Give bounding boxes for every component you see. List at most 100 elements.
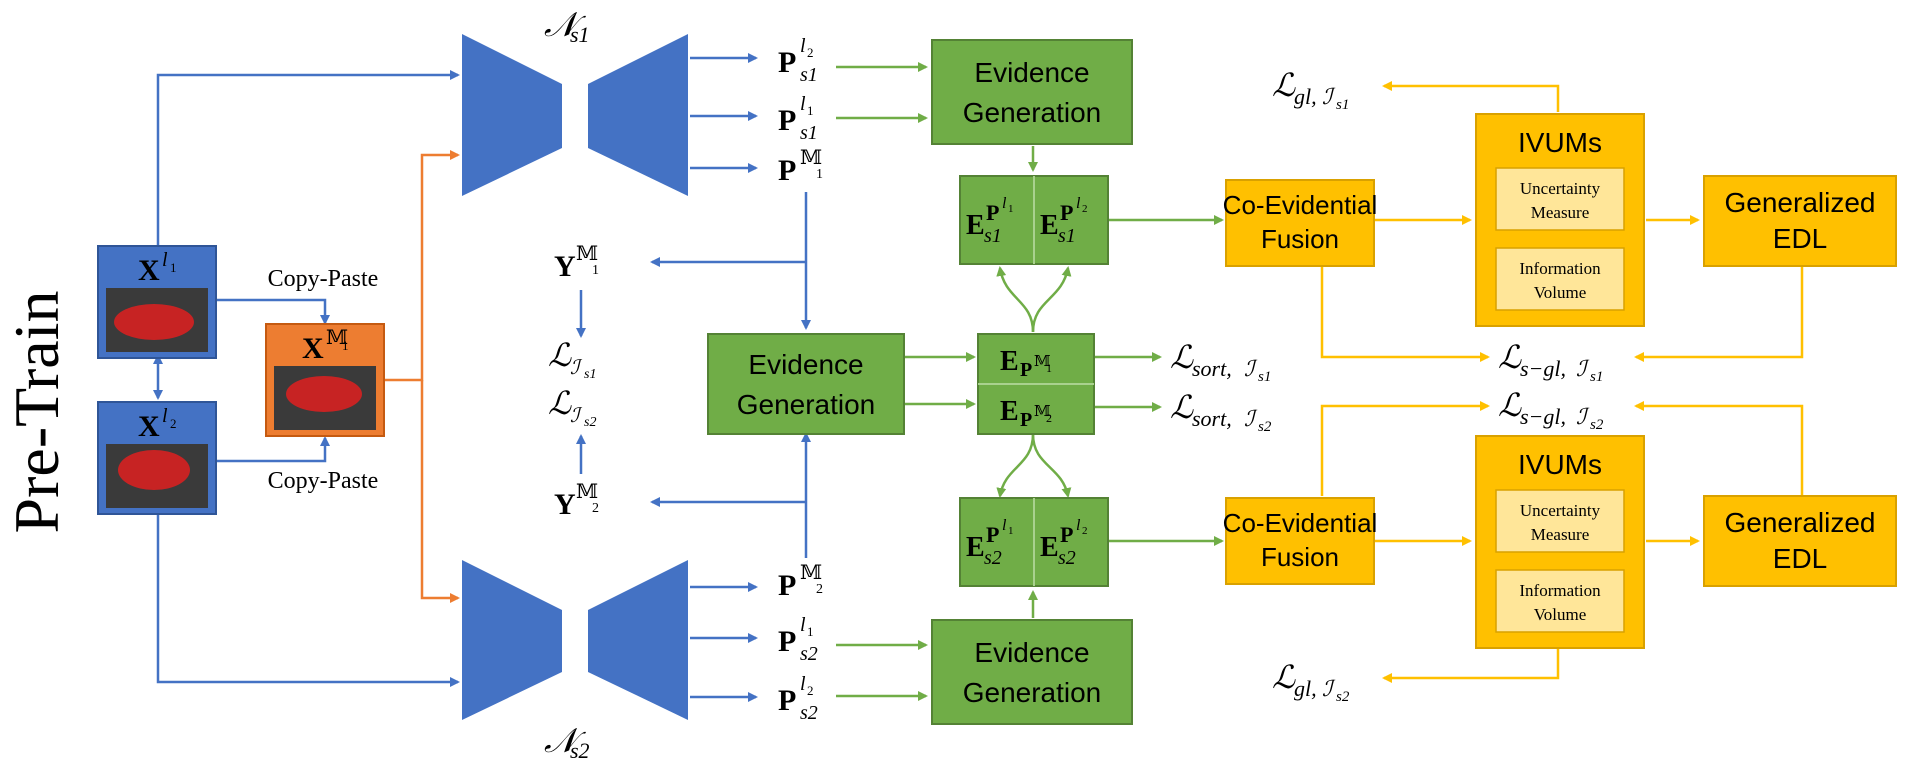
copy-paste-top: Copy-Paste xyxy=(268,266,379,292)
y-m1-base: Y xyxy=(554,250,576,283)
x-l1-sup: l xyxy=(162,249,168,271)
e-top-left-base: E xyxy=(966,210,985,241)
sort-s1-subsub: s1 xyxy=(1258,369,1271,385)
evidence-generation-bottom-line2: Generation xyxy=(963,677,1102,708)
evidence-cell-bot-right: E s2 P l 2 xyxy=(1040,517,1088,569)
p-m1-supsub: 1 xyxy=(816,167,823,182)
e-mid-bottom-base: E xyxy=(1000,396,1019,427)
evidence-middle-pair: E P 𝕄 1 E P 𝕄 2 xyxy=(977,333,1095,435)
y-m2-supsub: 2 xyxy=(592,501,599,516)
sort-s1-sub: sort, xyxy=(1192,356,1232,381)
sort-s2-sub: sort, xyxy=(1192,406,1232,431)
top-branch: Co-Evidential Fusion IVUMs Uncertainty M… xyxy=(1223,67,1897,385)
x-m1-base: X xyxy=(302,332,324,365)
evidence-generation-top-line2: Generation xyxy=(963,97,1102,128)
top-loss-gl-sub2: ℐ xyxy=(1322,84,1336,109)
p-s1-l1-sub: s1 xyxy=(800,122,818,144)
input-x-l2: X l 2 xyxy=(97,401,217,515)
input-x-l1: X l 1 xyxy=(97,245,217,359)
label-y-m1: Y 𝕄 1 xyxy=(554,243,599,283)
top-loss-sgl-subsub: s1 xyxy=(1590,369,1603,385)
evidence-generation-bottom-line1: Evidence xyxy=(974,637,1089,668)
e-bot-left-inner: P xyxy=(986,522,999,547)
p-s1-l1-base: P xyxy=(778,104,796,137)
label-y-m2: Y 𝕄 2 xyxy=(554,481,599,521)
network-s2: 𝒩 s2 xyxy=(462,560,688,763)
p-m2-sup: 𝕄 xyxy=(800,562,822,584)
e-mid-bottom-inner-sup: 𝕄 xyxy=(1034,404,1051,420)
bottom-edl-line1: Generalized xyxy=(1725,507,1876,538)
e-bot-right-inner-supsub: 2 xyxy=(1082,525,1088,537)
bottom-loss-gl-subsub: s2 xyxy=(1336,689,1350,705)
top-information-line2: Volume xyxy=(1534,283,1587,302)
mixed-input-arrows xyxy=(385,150,460,603)
bottom-loss-gl: ℒ gl, ℐ s2 xyxy=(1272,659,1350,705)
top-loss-gl: ℒ gl, ℐ s1 xyxy=(1272,67,1349,113)
x-l1-subsup: 1 xyxy=(170,260,177,275)
l-is1-base: ℒ xyxy=(548,337,572,373)
p-s2-l1-supsub: 1 xyxy=(807,624,814,639)
sort-s2-subsub: s2 xyxy=(1258,419,1272,435)
top-uncertainty-line1: Uncertainty xyxy=(1520,179,1601,198)
evidence-generation-middle-line1: Evidence xyxy=(748,349,863,380)
x-l1-base: X xyxy=(138,254,160,287)
top-loss-sgl-base: ℒ xyxy=(1498,339,1522,375)
p-m2-base: P xyxy=(778,569,796,602)
bottom-loss-gl-base: ℒ xyxy=(1272,659,1296,695)
bottom-loss-gl-sub: gl, xyxy=(1294,676,1317,701)
evidence-generation-middle: Evidence Generation xyxy=(707,333,905,435)
e-bot-left-sub: s2 xyxy=(984,547,1002,569)
p-s2-l2-sub: s2 xyxy=(800,702,818,724)
e-top-left-inner-sup: l xyxy=(1002,195,1007,212)
top-loss-sgl-sub2: ℐ xyxy=(1576,356,1590,381)
p-s2-l2-sup: l xyxy=(800,673,806,695)
pred-p-s1-l1: P l 1 s1 xyxy=(778,93,818,144)
p-m1-base: P xyxy=(778,154,796,187)
e-mid-top-inner-sup: 𝕄 xyxy=(1034,354,1051,370)
l-is2-subsub: s2 xyxy=(584,415,596,430)
p-s1-l2-supsub: 2 xyxy=(807,45,814,60)
loss-l-is2: ℒ ℐ s2 xyxy=(548,385,596,430)
y-m1-sup: 𝕄 xyxy=(576,243,598,265)
input-x-m1: X 𝕄 1 xyxy=(265,323,385,437)
top-edl-line1: Generalized xyxy=(1725,187,1876,218)
bottom-information-line2: Volume xyxy=(1534,605,1587,624)
p-s1-l2-base: P xyxy=(778,46,796,79)
sort-s1-base: ℒ xyxy=(1170,339,1194,375)
bottom-loss-sgl: ℒ s−gl, ℐ s2 xyxy=(1498,387,1604,433)
e-top-left-inner-supsub: 1 xyxy=(1008,203,1014,215)
top-loss-sgl-sub: s−gl, xyxy=(1520,356,1566,381)
x-l2-base: X xyxy=(138,410,160,443)
p-s1-l1-supsub: 1 xyxy=(807,103,814,118)
evidence-arrows xyxy=(836,62,1224,701)
e-top-left-inner: P xyxy=(986,200,999,225)
bottom-edl-line2: EDL xyxy=(1773,543,1827,574)
top-ivums-title: IVUMs xyxy=(1518,127,1602,158)
pred-p-s1-l2: P l 2 s1 xyxy=(778,35,818,86)
e-mid-bottom-inner-supsub: 2 xyxy=(1046,411,1052,425)
l-is1-sub: ℐ xyxy=(570,357,583,379)
x-m1-sup: 𝕄 xyxy=(326,327,348,349)
network-s2-sub: s2 xyxy=(570,738,590,763)
sort-s2-sub2: ℐ xyxy=(1244,406,1258,431)
evidence-cell-bot-left: E s2 P l 1 xyxy=(966,517,1014,569)
e-mid-bottom-inner: P xyxy=(1020,409,1032,431)
pred-p-s2-l2: P l 2 s2 xyxy=(778,673,818,724)
input-arrows xyxy=(153,70,460,687)
network-s1-sub: s1 xyxy=(570,22,590,47)
e-top-right-sub: s1 xyxy=(1058,225,1076,247)
bottom-uncertainty-line2: Measure xyxy=(1531,525,1590,544)
top-fusion-line1: Co-Evidential xyxy=(1223,190,1378,220)
pred-p-m2: P 𝕄 2 xyxy=(778,562,823,602)
e-mid-top-inner: P xyxy=(1020,359,1032,381)
p-s2-l2-supsub: 2 xyxy=(807,683,814,698)
loss-sort-s1: ℒ sort, ℐ s1 xyxy=(1170,339,1271,385)
loss-l-is1: ℒ ℐ s1 xyxy=(548,337,596,382)
top-information-line1: Information xyxy=(1519,259,1601,278)
e-bot-right-sub: s2 xyxy=(1058,547,1076,569)
x-m1-subsup: 1 xyxy=(342,338,349,353)
x-l2-subsup: 2 xyxy=(170,416,177,431)
bottom-loss-sgl-sub: s−gl, xyxy=(1520,404,1566,429)
e-top-left-sub: s1 xyxy=(984,225,1002,247)
